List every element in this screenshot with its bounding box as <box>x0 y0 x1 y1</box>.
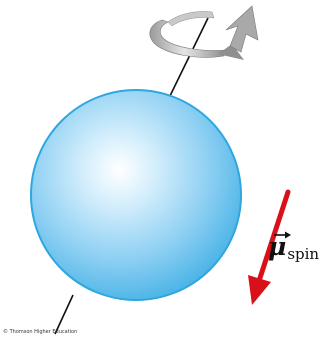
magnetic-moment-arrow <box>248 189 291 305</box>
electron-sphere <box>30 89 242 301</box>
spin-subscript: spin <box>287 245 320 263</box>
mu-symbol: μ <box>268 232 287 261</box>
magnetic-moment-label: μspin <box>268 232 319 262</box>
spin-axis-top <box>167 17 209 101</box>
spin-axis-bottom <box>54 294 74 335</box>
copyright-credit: © Thomson Higher Education <box>3 329 78 335</box>
vector-arrow-icon <box>274 231 291 239</box>
curved-rotation-arrow-icon <box>149 5 259 60</box>
